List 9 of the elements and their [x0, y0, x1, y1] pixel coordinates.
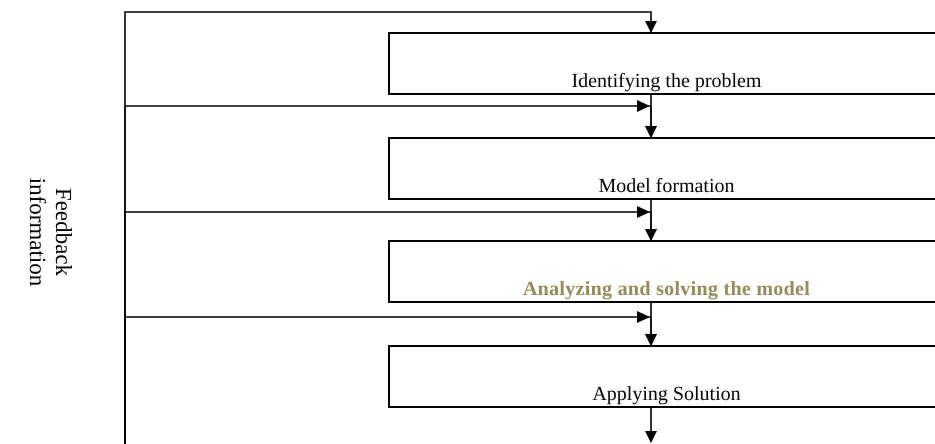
process-box: [388, 32, 935, 95]
step-label: Identifying the problem: [572, 70, 762, 92]
step-label: Model formation: [598, 175, 735, 197]
process-box: [388, 240, 935, 303]
feedback-label: Feedback information: [24, 147, 76, 317]
process-box: [388, 345, 935, 408]
step-label: Applying Solution: [592, 383, 741, 405]
process-box: [388, 137, 935, 200]
step-label: Analyzing and solving the model: [522, 278, 810, 300]
